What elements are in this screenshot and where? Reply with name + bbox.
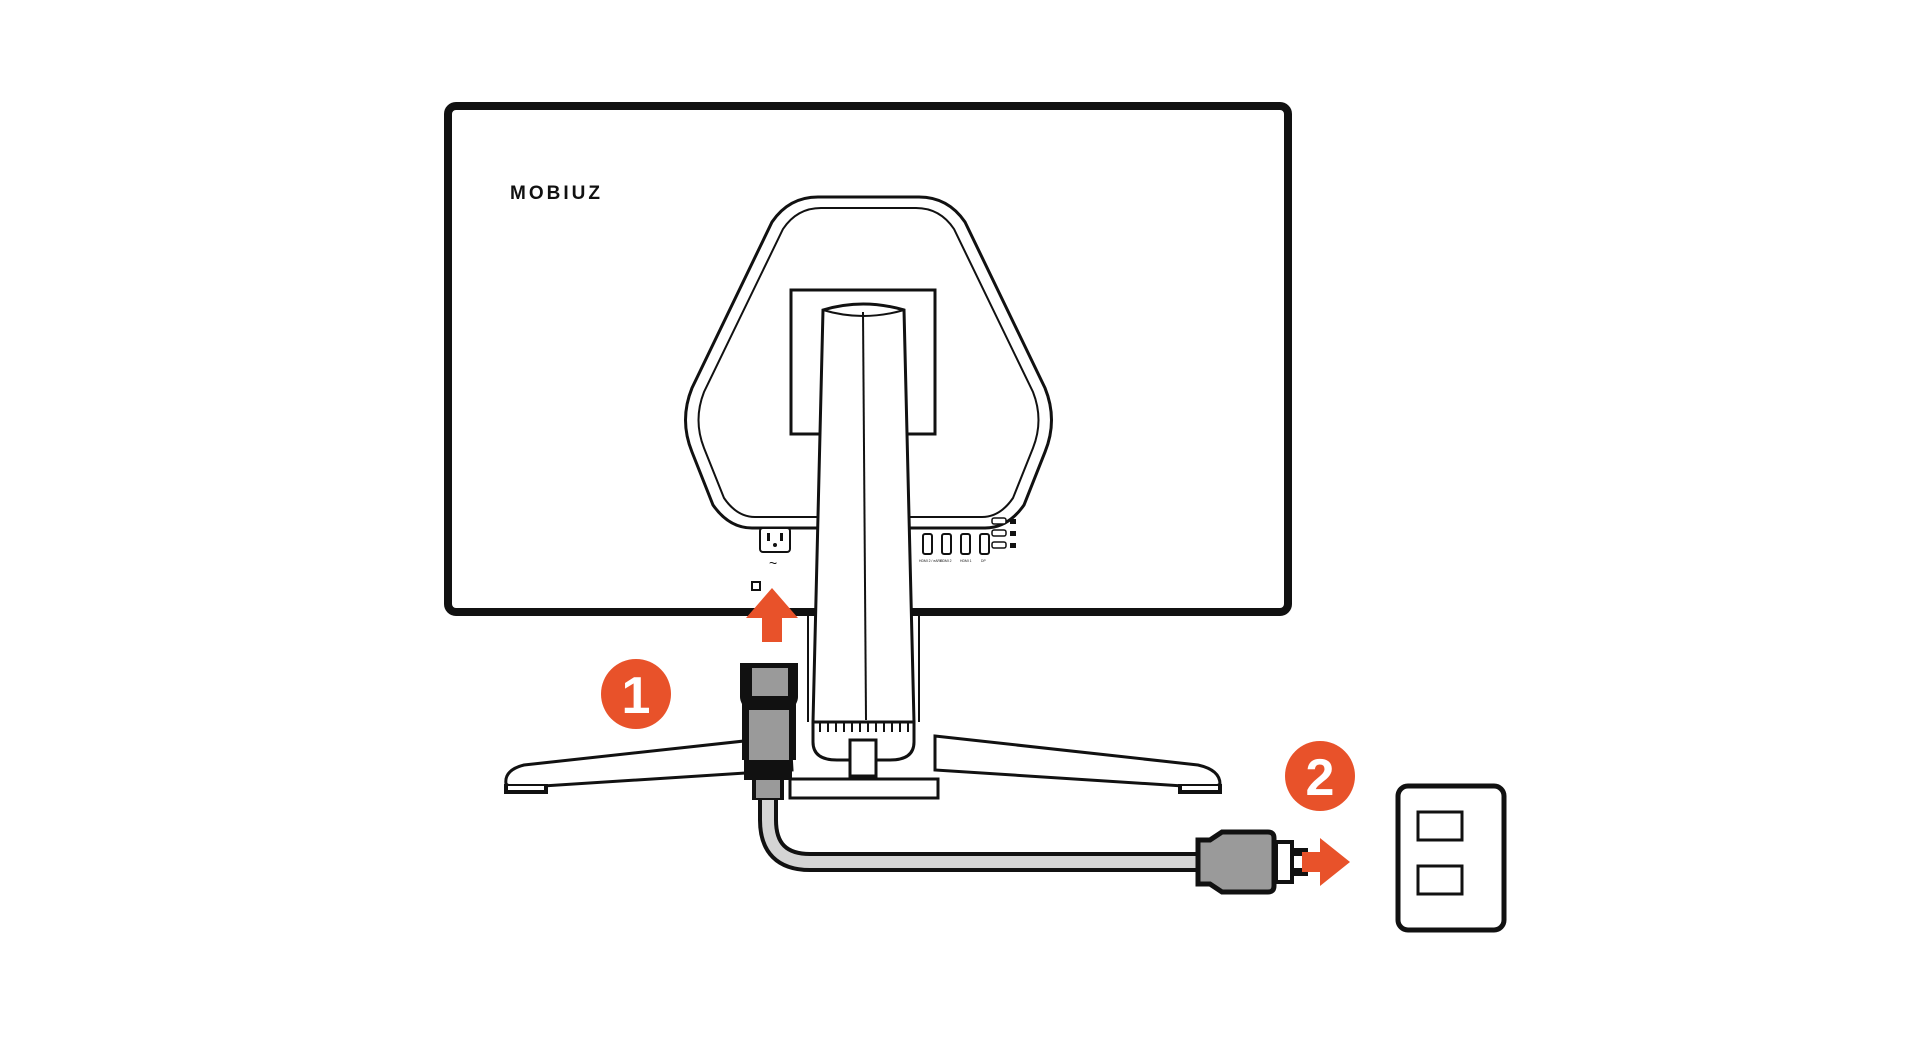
step-1-badge: 1 [601, 659, 671, 729]
stand-neck [807, 302, 920, 724]
wall-outlet-icon [1395, 783, 1507, 933]
power-plug-icon [1195, 829, 1308, 895]
hdmi-port-2-icon [941, 533, 952, 555]
displayport-icon [979, 533, 990, 555]
right-arrow-icon [1302, 838, 1350, 886]
stand-base [504, 734, 1222, 800]
svg-text:~: ~ [769, 555, 777, 571]
step-1-number: 1 [622, 667, 651, 725]
port-label-hdmi2-earc: HDMI 2 / eARC [919, 559, 943, 563]
usb-port-1-icon [991, 517, 1007, 525]
hdmi-port-1-icon [922, 533, 933, 555]
port-label-hdmi1: HDMI 1 [960, 559, 972, 563]
usb-port-group [991, 517, 1016, 549]
step-2-number: 2 [1306, 749, 1335, 807]
usb-port-3-icon [991, 541, 1007, 549]
brand-logo: MOBIUZ [510, 183, 603, 204]
ac-power-inlet-icon: ~ [751, 527, 791, 591]
video-port-group: HDMI 2 / eARC HDMI 2 HDMI 1 DP [919, 533, 990, 563]
up-arrow-icon [746, 588, 798, 642]
usb-port-2-icon [991, 529, 1007, 537]
port-label-hdmi2: HDMI 2 [940, 559, 952, 563]
step-2-badge: 2 [1285, 741, 1355, 811]
hdmi-port-3-icon [960, 533, 971, 555]
power-cord-connector-icon [740, 663, 798, 800]
port-label-dp: DP [981, 559, 986, 563]
stand-hinge [811, 720, 916, 778]
power-cable [758, 800, 1212, 872]
